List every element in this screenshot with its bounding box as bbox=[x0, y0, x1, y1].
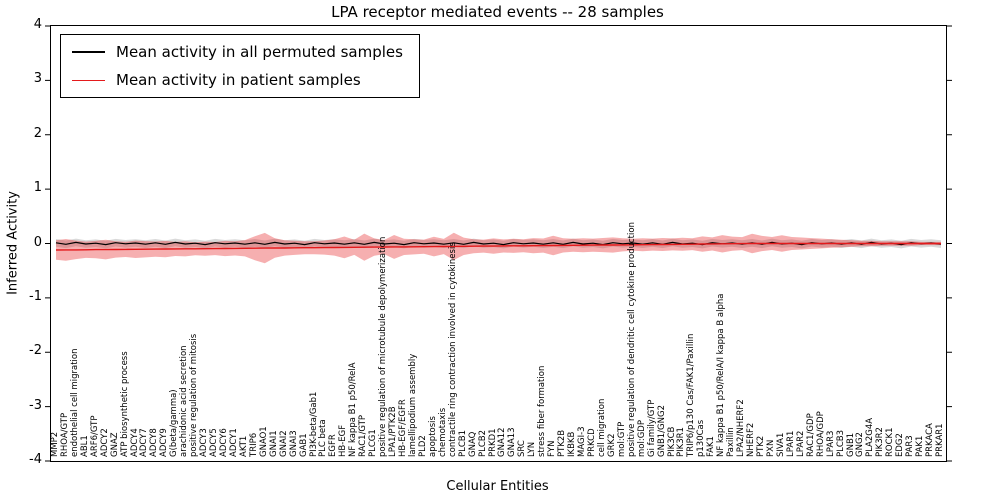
x-category-label: ADCY6 bbox=[219, 428, 230, 457]
x-category-label: IKBKB bbox=[567, 431, 578, 457]
x-category-label: arachidonic acid secretion bbox=[179, 345, 190, 457]
x-category-label: LPAR3 bbox=[825, 430, 836, 457]
x-category-label: GRK2 bbox=[606, 433, 617, 457]
x-category-label: GNAI3 bbox=[288, 430, 299, 457]
x-category-label: NF kappa B1 p50/RelA/I kappa B alpha bbox=[716, 293, 727, 457]
x-category-label: GNAQ bbox=[467, 431, 478, 457]
x-category-label: LPA2/NHERF2 bbox=[736, 399, 747, 457]
x-category-label: ATP biosynthetic process bbox=[119, 351, 130, 457]
x-category-label: GNAI2 bbox=[278, 430, 289, 457]
x-category-label: NHERF2 bbox=[746, 422, 757, 457]
x-category-label: GNAO1 bbox=[258, 426, 269, 457]
x-category-label: PIK3R2 bbox=[875, 427, 886, 457]
x-category-label: cell migration bbox=[596, 398, 607, 457]
x-category-label: ADCY9 bbox=[159, 428, 170, 457]
permuted-legend-label: Mean activity in all permuted samples bbox=[116, 43, 403, 61]
x-category-label: PRKACA bbox=[925, 423, 936, 457]
x-category-label: lamellipodium assembly bbox=[407, 353, 418, 457]
x-category-label: EDG2 bbox=[895, 433, 906, 457]
x-category-label: LPAR1 bbox=[785, 430, 796, 457]
y-tick-label: 0 bbox=[33, 234, 42, 250]
x-category-label: mol:GTP bbox=[616, 421, 627, 457]
x-category-label: positive regulation of dendritic cell cy… bbox=[626, 222, 637, 457]
x-category-label: Paxillin bbox=[726, 427, 737, 457]
x-category-label: contractile ring contraction involved in… bbox=[447, 242, 458, 457]
y-tick-label: 3 bbox=[33, 71, 42, 87]
x-category-label: MMP2 bbox=[49, 431, 60, 457]
chart-title: LPA receptor mediated events -- 28 sampl… bbox=[331, 3, 664, 21]
x-category-label: PLCG1 bbox=[368, 429, 379, 457]
legend: Mean activity in all permuted samples Me… bbox=[60, 34, 420, 98]
x-category-label: ABL1 bbox=[79, 435, 90, 457]
x-category-label: AKT1 bbox=[238, 435, 249, 457]
patient-confidence-band bbox=[56, 232, 941, 264]
x-category-label: PLCB1 bbox=[457, 429, 468, 457]
x-category-label: HB-EGF/EGFR bbox=[398, 399, 409, 457]
x-category-label: RAC1/GTP bbox=[358, 414, 369, 457]
x-category-label: positive regulation of mitosis bbox=[189, 333, 200, 457]
x-category-label: GNB1/GNG2 bbox=[656, 405, 667, 457]
x-category-label: Gi family/GTP bbox=[646, 399, 657, 457]
chart-canvas bbox=[45, 25, 952, 462]
y-tick-label: -1 bbox=[29, 288, 42, 304]
x-category-label: PXN bbox=[765, 439, 776, 457]
patient-mean-line bbox=[55, 242, 941, 251]
x-category-label: PTK2 bbox=[756, 435, 767, 457]
y-tick-label: -3 bbox=[29, 397, 42, 413]
x-category-label: PAK1 bbox=[915, 435, 926, 457]
x-category-label: endothelial cell migration bbox=[69, 348, 80, 457]
x-category-label: PLCB2 bbox=[477, 429, 488, 457]
x-category-label: G(beta/gamma) bbox=[169, 389, 180, 457]
x-category-label: positive regulation of microtubule depol… bbox=[378, 236, 389, 457]
y-tick-label: -4 bbox=[29, 452, 42, 467]
x-category-label: PRKAR1 bbox=[935, 423, 946, 457]
x-category-label: GNAZ bbox=[109, 432, 120, 457]
x-category-label: FYN bbox=[547, 440, 558, 457]
x-category-label: LPAR2 bbox=[795, 430, 806, 457]
x-category-label: FAK1 bbox=[706, 436, 717, 457]
x-category-label: ARF6/GTP bbox=[89, 415, 100, 457]
x-category-label: PAR3 bbox=[905, 435, 916, 457]
y-tick-label: 4 bbox=[33, 17, 42, 32]
patient-line-sample bbox=[72, 79, 105, 81]
x-category-label: ADCY2 bbox=[99, 428, 110, 457]
x-category-label: TRIP6 bbox=[248, 432, 259, 457]
x-category-label: GNAI1 bbox=[268, 430, 279, 457]
x-category-label: PTK2B bbox=[557, 429, 568, 457]
x-category-label: PLD2 bbox=[417, 435, 428, 457]
x-category-label: ROCK1 bbox=[885, 427, 896, 457]
x-category-label: PRKCD bbox=[586, 428, 597, 457]
y-tick-label: 2 bbox=[33, 125, 42, 141]
x-category-label: LPA1/PTK2B bbox=[388, 406, 399, 457]
x-category-label: apoptosis bbox=[427, 416, 438, 457]
x-category-label: mol:GDP bbox=[636, 420, 647, 457]
x-category-label: stress fiber formation bbox=[537, 365, 548, 457]
x-category-label: SRC bbox=[517, 440, 528, 457]
x-category-label: chemotaxis bbox=[437, 407, 448, 457]
x-axis-label: Cellular Entities bbox=[446, 479, 549, 494]
permuted-line-sample bbox=[72, 51, 105, 53]
y-tick-label: 1 bbox=[33, 180, 42, 196]
x-category-label: RHOA/GTP bbox=[59, 412, 70, 457]
patient-legend-label: Mean activity in patient samples bbox=[116, 71, 361, 89]
x-category-label: SIVA1 bbox=[775, 432, 786, 457]
x-category-label: ADCY5 bbox=[209, 428, 220, 457]
x-category-label: NF kappa B1 p50/RelA bbox=[348, 362, 359, 457]
x-category-label: LYN bbox=[527, 441, 538, 457]
x-category-label: RHOA/GDP bbox=[815, 411, 826, 457]
x-category-label: GAB1 bbox=[298, 433, 309, 457]
legend-item-patient: Mean activity in patient samples bbox=[72, 71, 403, 89]
x-category-label: RAC1/GDP bbox=[805, 413, 816, 457]
x-category-label: ADCY3 bbox=[199, 428, 210, 457]
x-category-label: ADCY1 bbox=[228, 428, 239, 457]
x-category-label: PLCB3 bbox=[835, 429, 846, 457]
legend-item-permuted: Mean activity in all permuted samples bbox=[72, 43, 403, 61]
y-tick-label: -2 bbox=[29, 343, 42, 359]
plot-area: Mean activity in all permuted samples Me… bbox=[45, 25, 952, 462]
x-category-label: MAGI-3 bbox=[577, 426, 588, 457]
x-category-label: p130Cas bbox=[696, 419, 707, 457]
x-category-label: HB-EGF bbox=[338, 424, 349, 457]
